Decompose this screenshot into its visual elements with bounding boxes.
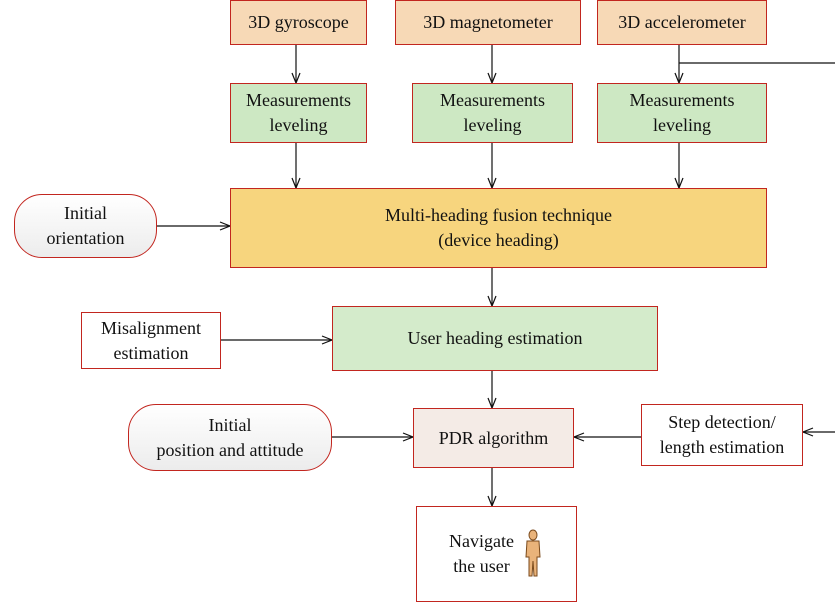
- leveling-box-gyroscope: Measurements leveling: [230, 83, 367, 143]
- fusion-line1: Multi-heading fusion technique: [385, 205, 612, 225]
- leveling-line2: leveling: [653, 115, 711, 135]
- leveling-line1: Measurements: [246, 90, 351, 110]
- fusion-line2: (device heading): [438, 230, 559, 250]
- initial-position-line2: position and attitude: [156, 439, 304, 460]
- accelerometer-label: 3D accelerometer: [618, 12, 746, 32]
- misalignment-line2: estimation: [113, 342, 189, 363]
- gyroscope-label: 3D gyroscope: [248, 12, 349, 32]
- leveling-line1: Measurements: [440, 90, 545, 110]
- initial-position-line1: Initial: [208, 414, 252, 435]
- initial-orientation-line2: orientation: [46, 228, 125, 248]
- misalignment-box: Misalignment estimation: [81, 312, 221, 369]
- pdr-box: PDR algorithm: [413, 408, 574, 468]
- misalignment-line1: Misalignment: [101, 317, 201, 338]
- step-detection-line2: length estimation: [659, 437, 785, 457]
- magnetometer-label: 3D magnetometer: [423, 12, 553, 32]
- accelerometer-box: 3D accelerometer: [597, 0, 767, 45]
- leveling-line2: leveling: [463, 115, 522, 135]
- leveling-box-magnetometer: Measurements leveling: [412, 83, 573, 143]
- magnetometer-box: 3D magnetometer: [395, 0, 581, 45]
- leveling-line1: Measurements: [629, 90, 735, 110]
- leveling-box-accelerometer: Measurements leveling: [597, 83, 767, 143]
- user-heading-box: User heading estimation: [332, 306, 658, 371]
- person-icon: [525, 529, 541, 577]
- navigate-line1: Navigate: [449, 531, 514, 551]
- leveling-line2: leveling: [269, 115, 328, 135]
- gyroscope-box: 3D gyroscope: [230, 0, 367, 45]
- navigate-box: Navigate the user: [416, 506, 577, 602]
- pdr-label: PDR algorithm: [438, 427, 549, 448]
- initial-orientation-node: Initial orientation: [14, 194, 157, 258]
- step-detection-box: Step detection/ length estimation: [641, 404, 803, 466]
- initial-orientation-line1: Initial: [64, 203, 107, 223]
- step-detection-line1: Step detection/: [668, 412, 776, 432]
- navigate-line2: the user: [453, 556, 510, 576]
- fusion-box: Multi-heading fusion technique (device h…: [230, 188, 767, 268]
- initial-position-node: Initial position and attitude: [128, 404, 332, 471]
- user-heading-label: User heading estimation: [407, 328, 583, 348]
